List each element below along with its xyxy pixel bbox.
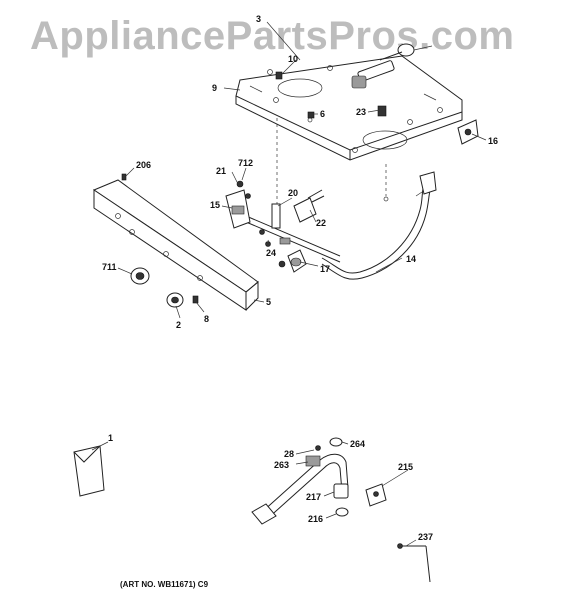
fastener-10-part: [275, 71, 283, 80]
callout-712: 712: [238, 158, 253, 168]
callout-21: 21: [216, 166, 226, 176]
screw-206-part: [121, 173, 127, 181]
manifold-panel-part: [92, 179, 259, 311]
callout-6: 6: [320, 109, 325, 119]
callout-217: 217: [306, 492, 321, 502]
burner-box-part: [235, 55, 463, 161]
callout-16: 16: [488, 136, 498, 146]
callout-215: 215: [398, 462, 413, 472]
callout-15: 15: [210, 200, 220, 210]
valve-knob-711-part: [130, 267, 150, 285]
callout-2: 2: [176, 320, 181, 330]
callout-264: 264: [350, 439, 365, 449]
callout-711: 711: [102, 262, 117, 272]
bracket-16-part: [457, 119, 479, 145]
callout-237: 237: [418, 532, 433, 542]
bracket-215-part: [365, 483, 387, 507]
callout-10: 10: [288, 54, 298, 64]
bake-burner-assembly-part: [251, 437, 349, 525]
callout-263: 263: [274, 460, 289, 470]
callout-1: 1: [108, 433, 113, 443]
orifice-2-part: [166, 292, 184, 308]
callout-5: 5: [266, 297, 271, 307]
callout-3: 3: [256, 14, 261, 24]
callout-22: 22: [316, 218, 326, 228]
art-number: (ART NO. WB11671) C9: [120, 580, 209, 589]
callout-labels: 3 10 9 23 6 16 206 712 21 20 15 22 24 17…: [102, 14, 498, 542]
screw-6-part: [307, 111, 315, 119]
callout-24: 24: [266, 248, 276, 258]
literature-packet-1-part: [73, 445, 105, 497]
rod-237-part: [397, 543, 431, 583]
callout-206: 206: [136, 160, 151, 170]
callout-23: 23: [356, 107, 366, 117]
fastener-23-part: [377, 105, 387, 117]
leader-lines: [91, 21, 487, 547]
callout-216: 216: [308, 514, 323, 524]
callout-14: 14: [406, 254, 416, 264]
watermark: AppliancePartsPros.com: [30, 14, 515, 58]
burner-tube-14-part: [321, 171, 437, 280]
callout-8: 8: [204, 314, 209, 324]
igniter-part: [351, 43, 433, 89]
callout-20: 20: [288, 188, 298, 198]
callout-17: 17: [320, 264, 330, 274]
valve-assembly-part: [225, 180, 341, 273]
callout-28: 28: [284, 449, 294, 459]
screw-8-part: [192, 295, 199, 304]
callout-9: 9: [212, 83, 217, 93]
